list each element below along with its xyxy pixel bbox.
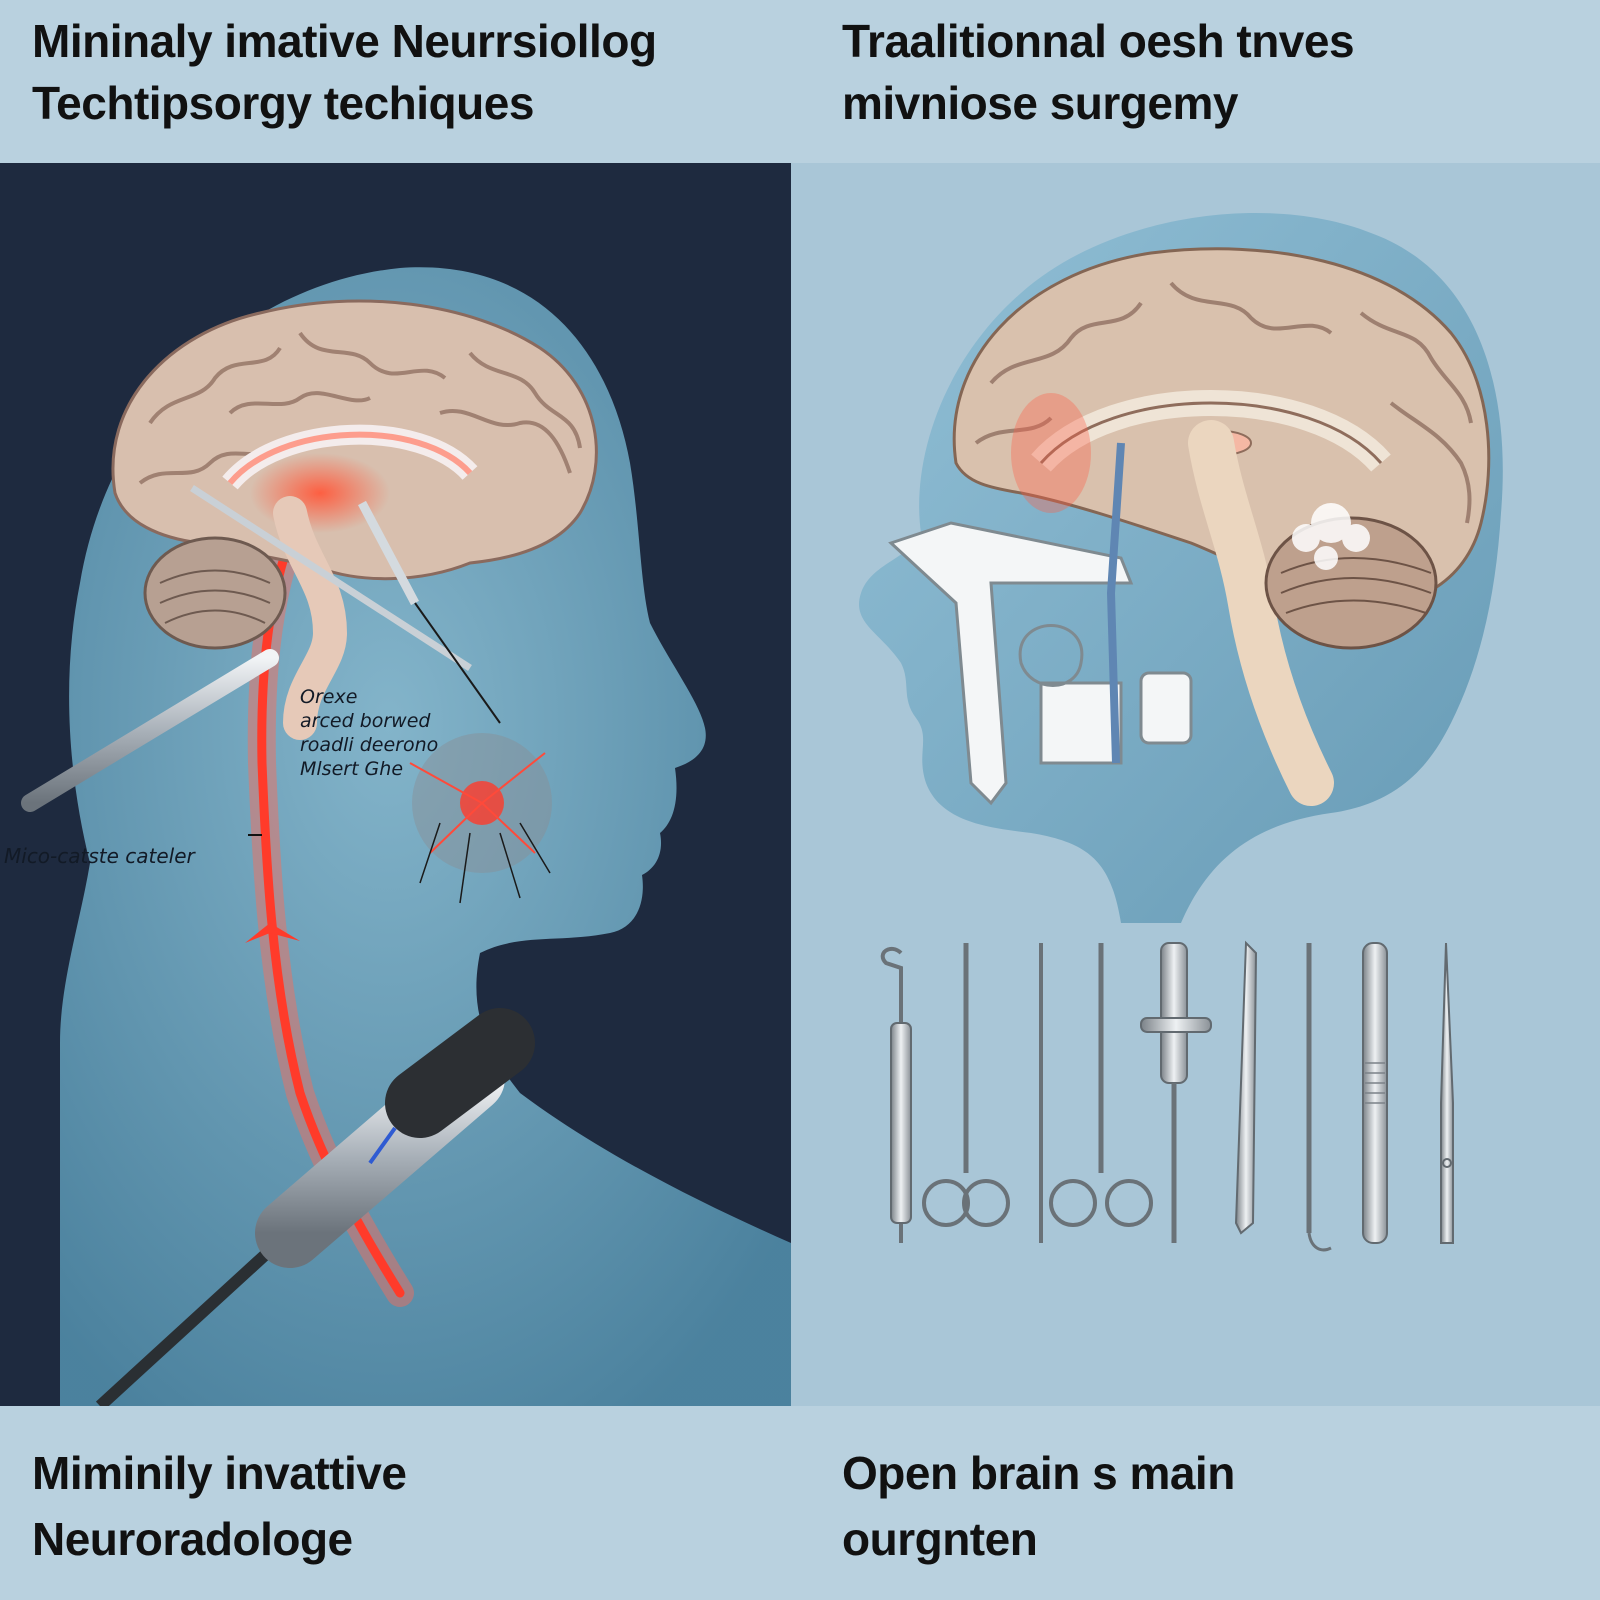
- traditional-surgery-panel: [791, 163, 1600, 1406]
- cerebellum: [143, 536, 287, 650]
- right-panel-title: Traalitionnal oesh tnves mivniose surgem…: [842, 15, 1355, 129]
- highlight-frontal: [1011, 393, 1091, 513]
- surgical-instruments-row: [880, 940, 1454, 1252]
- frame-box-2: [1139, 671, 1193, 745]
- dental-pick-icon: [1306, 943, 1332, 1252]
- tube: [1106, 442, 1125, 764]
- catheter-arrow: [245, 923, 300, 943]
- scalpel-icon: [1234, 940, 1258, 1235]
- probe-instrument: [190, 485, 472, 671]
- needle-holder-scissors-icon: [922, 943, 1010, 1227]
- left-panel-title: Mininaly imative Neurrsiollog Techtipsor…: [32, 15, 657, 129]
- minimally-invasive-illustration: [21, 267, 791, 1406]
- micro-catheter-instrument: [21, 649, 279, 812]
- syringe-retractor-icon: [1140, 942, 1212, 1243]
- brainstem: [273, 496, 348, 740]
- frame-box: [1039, 681, 1123, 765]
- right-panel-caption: Open brain s main ourgnten: [842, 1447, 1235, 1565]
- lesion-annotation-label: Orexe arced borwed roadli deerono Mlsert…: [300, 686, 439, 780]
- forceps-scissors-icon: [1049, 943, 1153, 1227]
- fine-probe-icon: [1440, 942, 1454, 1244]
- micro-catheter-label: Mico-catste cateler: [4, 844, 195, 868]
- minimally-invasive-panel: Orexe arced borwed roadli deerono Mlsert…: [0, 163, 791, 1406]
- bone-curette-icon: [1362, 942, 1388, 1244]
- arbor-vitae: [1292, 503, 1370, 570]
- brainstem-open: [1188, 420, 1334, 806]
- traditional-surgery-illustration: [859, 213, 1503, 923]
- hook-probe-icon: [880, 946, 912, 1243]
- left-panel-caption: Miminily invattive Neuroradologe: [32, 1447, 407, 1565]
- probe-instrument-2: [358, 500, 419, 606]
- surgical-frame: [888, 521, 1134, 806]
